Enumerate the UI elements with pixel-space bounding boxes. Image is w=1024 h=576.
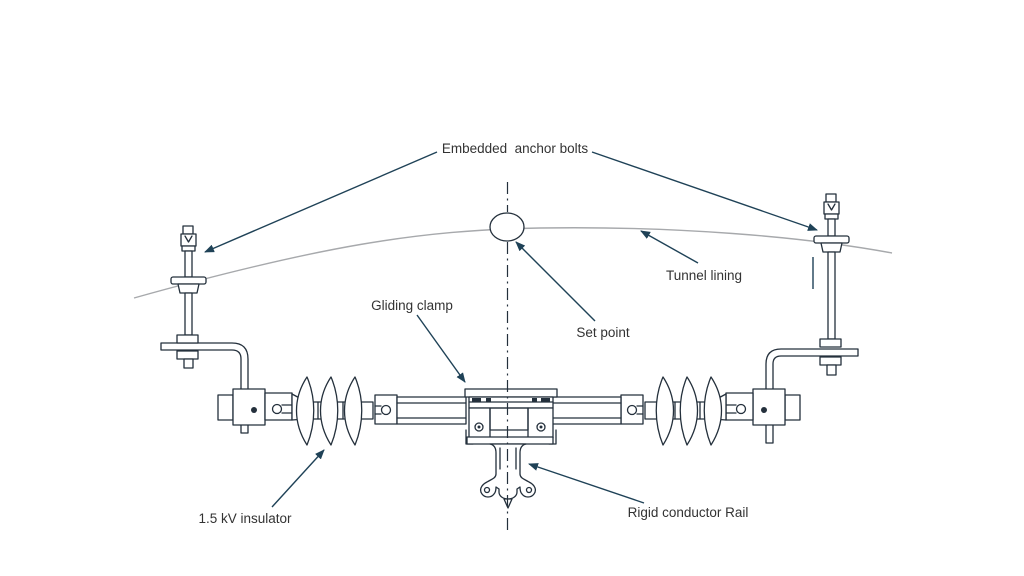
rail-top-flange — [466, 436, 554, 445]
bolt-notch — [184, 235, 193, 243]
support-beam — [396, 396, 467, 425]
label-tunnel-lining: Tunnel lining — [666, 268, 742, 283]
clamp-window — [489, 407, 529, 431]
set-point-circle — [489, 212, 525, 242]
end-cap — [217, 394, 234, 421]
left-anchor-bolt — [170, 225, 207, 369]
fitting-hole — [380, 404, 392, 416]
leader-rail — [528, 463, 645, 504]
insulator-shed — [319, 376, 339, 446]
end-fitting-box — [232, 388, 266, 426]
gliding-clamp — [464, 388, 558, 445]
right-anchor-bolt — [813, 193, 850, 376]
right-anchor-bolt-bracket — [765, 348, 859, 444]
bolt-notch — [827, 203, 836, 211]
label-rigid-conductor-rail: Rigid conductor Rail — [628, 505, 749, 520]
insulator-shed — [343, 376, 363, 446]
leader-set-point — [515, 241, 596, 322]
tunnel-lining-curve — [133, 227, 893, 299]
insulator-shed — [295, 376, 315, 446]
label-set-point: Set point — [576, 325, 630, 340]
leader-anchor-bolt-left — [204, 151, 438, 253]
label-embedded-anchor-bolts: Embedded anchor bolts — [442, 141, 589, 156]
left-anchor-bolt-bracket — [160, 342, 249, 434]
clamp-top-plate — [464, 388, 558, 398]
label-insulator: 1.5 kV insulator — [198, 511, 292, 526]
rail-curl — [483, 486, 491, 494]
leader-gliding-clamp — [416, 314, 466, 383]
leader-anchor-bolt-right — [591, 151, 818, 231]
leader-tunnel-lining — [640, 230, 699, 264]
leader-insulator — [271, 449, 325, 508]
bolt-dot — [251, 407, 257, 413]
insulator-assembly-left — [217, 376, 467, 446]
insulator-assembly-right — [551, 376, 801, 446]
label-gliding-clamp: Gliding clamp — [371, 298, 453, 313]
rail-curl — [525, 486, 533, 494]
coupler-hole — [271, 403, 283, 415]
